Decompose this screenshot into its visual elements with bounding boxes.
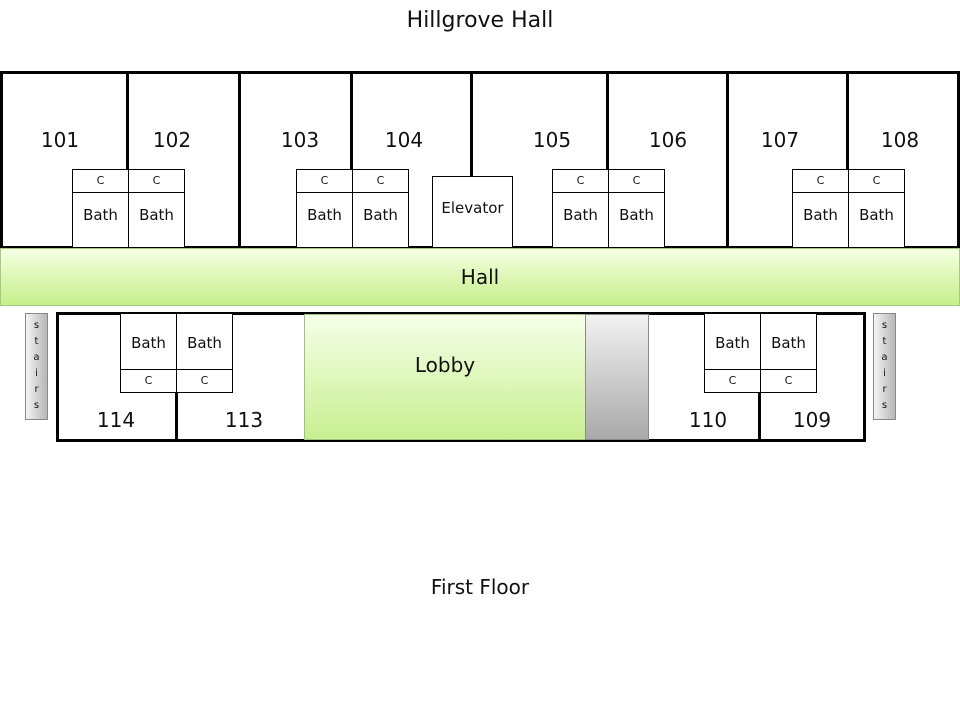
closet-105: C <box>552 169 609 193</box>
lobby: Lobby <box>304 314 586 440</box>
bath-label: Bath <box>619 206 654 224</box>
bath-105: Bath <box>552 192 609 248</box>
wall <box>726 71 729 249</box>
stairs-letter: r <box>34 384 39 395</box>
bath-label: Bath <box>771 334 806 352</box>
bath-label: Bath <box>131 334 166 352</box>
lobby-side-room <box>585 314 649 440</box>
wall <box>238 71 241 249</box>
stairs-letter: s <box>33 320 40 331</box>
bath-106: Bath <box>608 192 665 248</box>
room-number-110: 110 <box>688 408 728 432</box>
closet-104: C <box>352 169 409 193</box>
closet-107: C <box>792 169 849 193</box>
stairs-letter: i <box>35 368 38 379</box>
closet-101: C <box>72 169 129 193</box>
room-number-101: 101 <box>40 128 80 152</box>
stairs-letter: t <box>882 336 887 347</box>
building-title: Hillgrove Hall <box>406 8 554 33</box>
bath-113: Bath <box>176 313 233 370</box>
bath-label: Bath <box>307 206 342 224</box>
bath-label: Bath <box>803 206 838 224</box>
bath-110: Bath <box>704 313 761 370</box>
closet-114: C <box>120 369 177 393</box>
closet-108: C <box>848 169 905 193</box>
stairs-letter: r <box>882 384 887 395</box>
room-number-113: 113 <box>224 408 264 432</box>
bath-label: Bath <box>187 334 222 352</box>
stairs-left: s t a i r s <box>25 313 48 420</box>
closet-110: C <box>704 369 761 393</box>
bath-label: Bath <box>563 206 598 224</box>
bath-label: Bath <box>139 206 174 224</box>
bath-108: Bath <box>848 192 905 248</box>
floor-label: First Floor <box>430 575 530 599</box>
closet-103: C <box>296 169 353 193</box>
stairs-letter: i <box>883 368 886 379</box>
closet-102: C <box>128 169 185 193</box>
hall: Hall <box>0 248 960 306</box>
room-number-109: 109 <box>792 408 832 432</box>
room-number-114: 114 <box>96 408 136 432</box>
wall <box>606 71 609 249</box>
wall <box>350 71 353 249</box>
room-number-102: 102 <box>152 128 192 152</box>
room-number-107: 107 <box>760 128 800 152</box>
room-number-108: 108 <box>880 128 920 152</box>
stairs-letter: s <box>33 400 40 411</box>
room-number-105: 105 <box>532 128 572 152</box>
bath-103: Bath <box>296 192 353 248</box>
wall <box>126 71 129 249</box>
closet-106: C <box>608 169 665 193</box>
bath-114: Bath <box>120 313 177 370</box>
closet-109: C <box>760 369 817 393</box>
wall <box>846 71 849 249</box>
bath-109: Bath <box>760 313 817 370</box>
room-number-106: 106 <box>648 128 688 152</box>
stairs-letter: s <box>881 400 888 411</box>
stairs-letter: a <box>881 352 888 363</box>
bath-label: Bath <box>859 206 894 224</box>
bath-label: Bath <box>363 206 398 224</box>
bath-label: Bath <box>83 206 118 224</box>
bath-101: Bath <box>72 192 129 248</box>
bath-label: Bath <box>715 334 750 352</box>
stairs-letter: t <box>34 336 39 347</box>
room-number-103: 103 <box>280 128 320 152</box>
room-number-104: 104 <box>384 128 424 152</box>
stairs-letter: a <box>33 352 40 363</box>
bath-102: Bath <box>128 192 185 248</box>
stairs-right: s t a i r s <box>873 313 896 420</box>
stairs-letter: s <box>881 320 888 331</box>
elevator: Elevator <box>432 176 513 248</box>
wall <box>470 71 473 177</box>
bath-107: Bath <box>792 192 849 248</box>
closet-113: C <box>176 369 233 393</box>
bath-104: Bath <box>352 192 409 248</box>
